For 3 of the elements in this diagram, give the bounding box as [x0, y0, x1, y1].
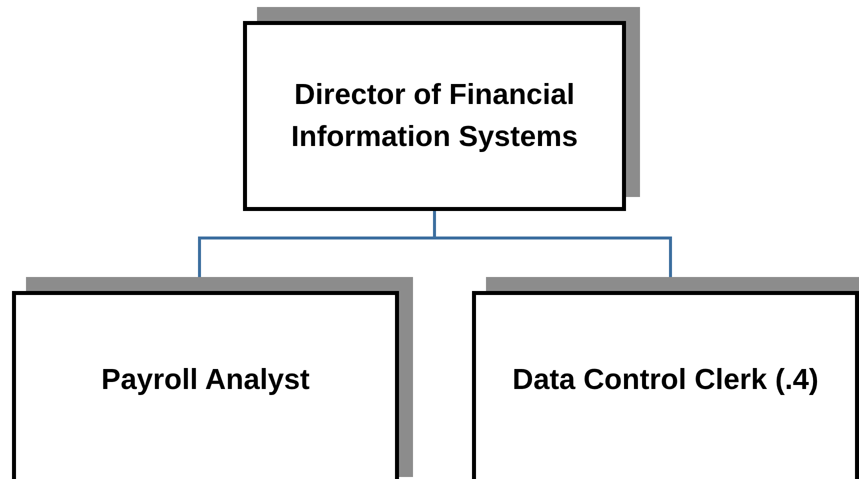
position-title: Payroll Analyst [101, 363, 310, 398]
position-title: Data Control Clerk (.4) [512, 363, 819, 398]
position-title: Director of Financial Information Systems [290, 78, 579, 155]
